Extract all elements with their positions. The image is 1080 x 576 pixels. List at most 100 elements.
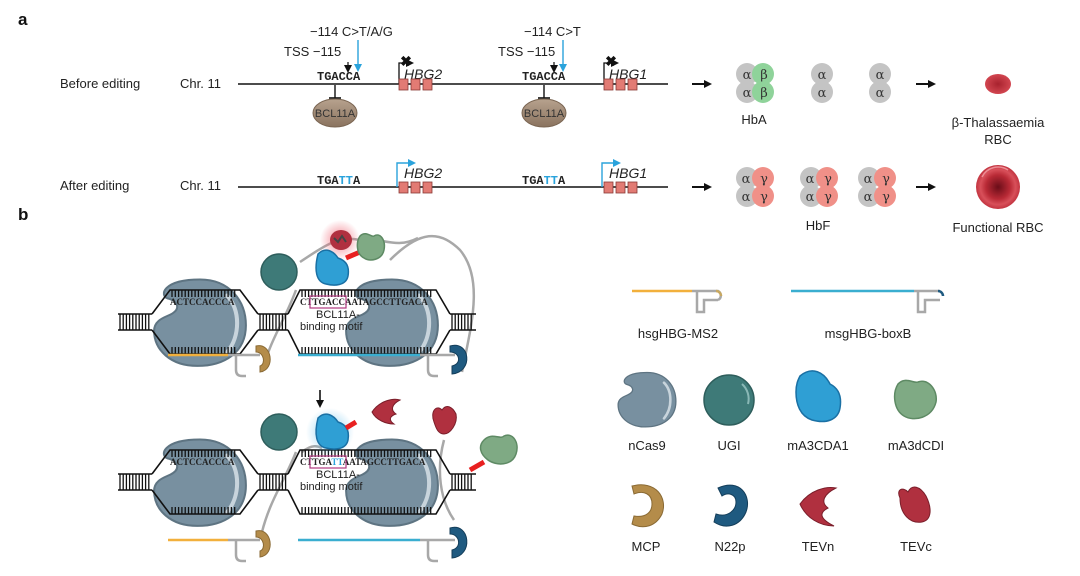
- exon-icon: [615, 181, 626, 194]
- mcp-protein-icon: [255, 345, 271, 373]
- guide-scaffold-icon: [228, 538, 260, 563]
- legend-tevc-icon: [898, 486, 931, 523]
- alpha-subunit-label: α: [876, 86, 885, 101]
- hbg2-exons-after: [398, 181, 433, 194]
- legend-tevn-icon: [799, 487, 838, 527]
- cleaved-linker-icon: [468, 459, 486, 473]
- exon-icon: [422, 78, 433, 91]
- gamma-subunit-label: γ: [824, 172, 832, 187]
- tss-label-hbg2: TSS −115: [284, 44, 341, 59]
- n22p-protein-icon: [449, 344, 468, 375]
- exon-icon: [615, 78, 626, 91]
- legend-label-ncas9: nCas9: [628, 438, 666, 453]
- exon-icon: [627, 181, 638, 194]
- linker-icon: [438, 439, 456, 521]
- sequence-hbg1-after: TGATTA: [522, 174, 566, 188]
- legend-guide-ms2: hsgHBG-MS2: [632, 289, 723, 341]
- rbc-highlight-icon: [981, 166, 1009, 178]
- cleavable-linker-icon: [345, 249, 361, 261]
- blocked-promoter-arrow-icon: [603, 59, 619, 84]
- legend-label-n22p: N22p: [714, 539, 745, 554]
- bcl11a-motif-box: [309, 295, 347, 309]
- hbf-tetramer-icon: α α γ γ: [858, 167, 896, 207]
- blocked-promoter-arrow-icon: [398, 59, 414, 84]
- guide-stemloop-icon: [916, 291, 940, 314]
- gamma-subunit-label: γ: [882, 190, 890, 205]
- exon-icon: [410, 181, 421, 194]
- exon-icon: [410, 78, 421, 91]
- exon-icon: [603, 78, 614, 91]
- edited-protospacer-sequence: CTTGATTAATAGCCTTGACA: [300, 457, 426, 467]
- n22p-protein-icon: [449, 526, 468, 559]
- legend-label-tevc: TEVc: [900, 539, 932, 554]
- alpha-subunit-label: α: [806, 190, 815, 205]
- row-label-before: Before editing: [60, 76, 140, 91]
- gamma-subunit-label: γ: [824, 190, 832, 205]
- hbf-tetramer-icon: α α γ γ: [736, 167, 774, 207]
- editing-complex-before: ACTCCACCCA CTTGACCAATAGCCTTGACA BCL11A- …: [118, 220, 476, 378]
- alpha-subunit-label: α: [743, 68, 752, 83]
- hba-tetramer-icon: α α β β: [736, 63, 774, 103]
- chromosome-label-before: Chr. 11: [180, 76, 221, 91]
- legend-label-boxb-guide: msgHBG-boxB: [825, 326, 912, 341]
- ma3dcdi-inhibitor-icon: [356, 233, 386, 261]
- editing-complex-after: ACTCCACCCA CTTGATTAATAGCCTTGACA BCL11A- …: [118, 398, 518, 563]
- gene-label-hbg1-after: HBG1: [609, 165, 647, 181]
- active-promoter-arrow-icon: [601, 159, 621, 187]
- legend-ma3cda1-icon: [795, 370, 842, 423]
- gene-label-hbg1: HBG1: [609, 66, 647, 82]
- alpha-subunit-label: α: [818, 86, 827, 101]
- highlight-icon: [741, 383, 750, 405]
- legend-mcp-icon: [631, 484, 664, 528]
- gene-label-hbg2: HBG2: [404, 66, 442, 82]
- legend-label-ma3cda1: mA3CDA1: [787, 438, 848, 453]
- blocked-x-icon: ✖: [400, 53, 412, 69]
- gamma-subunit-label: γ: [760, 172, 768, 187]
- gene-label-hbg2-after: HBG2: [404, 165, 442, 181]
- cleaved-linker-icon: [344, 419, 358, 431]
- alpha-subunit-label: α: [742, 190, 751, 205]
- sequence-hbg2-before: TGACCA: [317, 70, 361, 84]
- motif-label-line2: binding motif: [300, 321, 363, 333]
- legend-label-tevn: TEVn: [802, 539, 835, 554]
- sequence-hbg2-after: TGATTA: [317, 174, 361, 188]
- left-protospacer-sequence: ACTCCACCCA: [170, 297, 235, 307]
- bcl11a-label: BCL11A: [315, 108, 356, 120]
- hbf-tetramer-icon: α α γ γ: [800, 167, 838, 207]
- legend-label-mcp: MCP: [632, 539, 661, 554]
- tev-junction-icon: [333, 234, 347, 244]
- alpha-subunit-label: α: [864, 190, 873, 205]
- hbg1-exons-after: [603, 181, 638, 194]
- panel-b-label: b: [18, 205, 28, 224]
- chromosome-label-after: Chr. 11: [180, 178, 221, 193]
- thalassaemia-rbc-icon: [985, 74, 1011, 94]
- motif-label-line1: BCL11A-: [316, 469, 360, 481]
- functional-rbc-icon: [976, 165, 1020, 209]
- boxb-hairpin-icon: [937, 289, 945, 297]
- exon-icon: [603, 181, 614, 194]
- alpha-subunit-label: α: [743, 86, 752, 101]
- blocked-x-icon: ✖: [605, 53, 617, 69]
- alpha-subunit-label: α: [742, 172, 751, 187]
- left-protospacer-sequence: ACTCCACCCA: [170, 457, 235, 467]
- mutation-label-hbg1: −114 C>T: [524, 24, 581, 39]
- alpha-subunit-label: α: [864, 172, 873, 187]
- dna-duplex-icon: [118, 289, 476, 355]
- legend-label-ugi: UGI: [717, 438, 740, 453]
- mcp-protein-icon: [255, 530, 271, 558]
- exon-icon: [627, 78, 638, 91]
- legend-ugi-icon: [703, 374, 755, 426]
- alpha-subunit-label: α: [806, 172, 815, 187]
- hba-label: HbA: [741, 112, 767, 127]
- ma3cda1-protein-icon: [315, 249, 350, 286]
- ma3cda1-protein-icon: [315, 413, 350, 450]
- gamma-subunit-label: γ: [882, 172, 890, 187]
- beta-subunit-label: β: [760, 68, 768, 83]
- ma3dcdi-inhibitor-icon: [479, 434, 518, 465]
- legend-guide-boxb: msgHBG-boxB: [791, 289, 945, 341]
- tevn-fragment-icon: [371, 398, 402, 425]
- hbf-label: HbF: [806, 218, 831, 233]
- guide-scaffold-icon: [228, 353, 260, 378]
- legend-label-ma3dcdi: mA3dCDI: [888, 438, 944, 453]
